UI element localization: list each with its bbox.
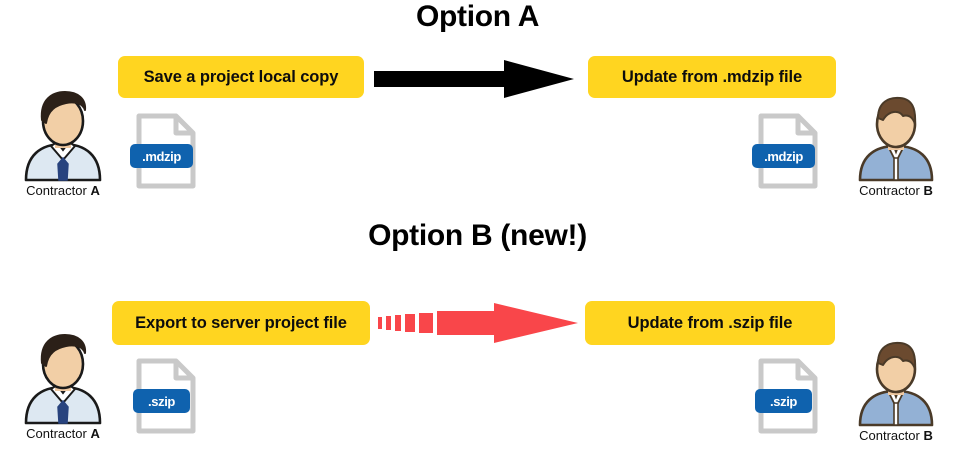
avatar-label-prefix: Contractor [859,428,924,443]
avatar-label-prefix: Contractor [859,183,924,198]
avatar-contractor-b-top: Contractor B [841,96,951,198]
file-icon-mdzip-source: .mdzip [130,112,202,190]
arrow-head [494,303,578,343]
extension-badge [752,144,815,168]
person-icon [24,91,102,182]
person-icon [858,96,934,182]
avatar-contractor-a-bottom: Contractor A [8,333,118,441]
file-icon-szip-source: .szip [130,357,202,435]
action-box-update-from-szip[interactable]: Update from .szip file [585,301,835,345]
extension-badge [130,144,193,168]
avatar-label: Contractor B [841,428,951,443]
action-box-update-from-mdzip[interactable]: Update from .mdzip file [588,56,836,98]
arrow-right-icon [378,303,578,343]
document-icon [133,358,196,434]
avatar-label: Contractor A [8,426,118,441]
avatar-label-suffix: A [90,183,100,198]
avatar-label-prefix: Contractor [26,183,91,198]
avatar-label-suffix: A [90,426,100,441]
avatar-label: Contractor A [8,183,118,198]
file-icon-szip-target: .szip [752,357,824,435]
extension-badge [133,389,190,413]
avatar-label: Contractor B [841,183,951,198]
avatar-contractor-b-bottom: Contractor B [841,341,951,443]
avatar-label-suffix: B [923,183,933,198]
section-title-option-a: Option A [415,0,540,33]
avatar-label-prefix: Contractor [26,426,91,441]
extension-badge [755,389,812,413]
document-icon [755,358,818,434]
file-icon-mdzip-target: .mdzip [752,112,824,190]
arrow-dashed-red [378,303,578,343]
avatar-label-suffix: B [923,428,933,443]
document-icon [130,113,196,189]
action-box-save-local-copy[interactable]: Save a project local copy [118,56,364,98]
arrow-right-icon [374,60,574,98]
action-box-export-server-project[interactable]: Export to server project file [112,301,370,345]
document-icon [752,113,818,189]
arrow-solid-black [374,60,574,98]
person-icon [858,341,934,427]
arrow-dash-segments [378,311,494,335]
avatar-contractor-a-top: Contractor A [8,90,118,198]
section-title-option-b: Option B (new!) [368,219,587,252]
person-icon [24,334,102,425]
